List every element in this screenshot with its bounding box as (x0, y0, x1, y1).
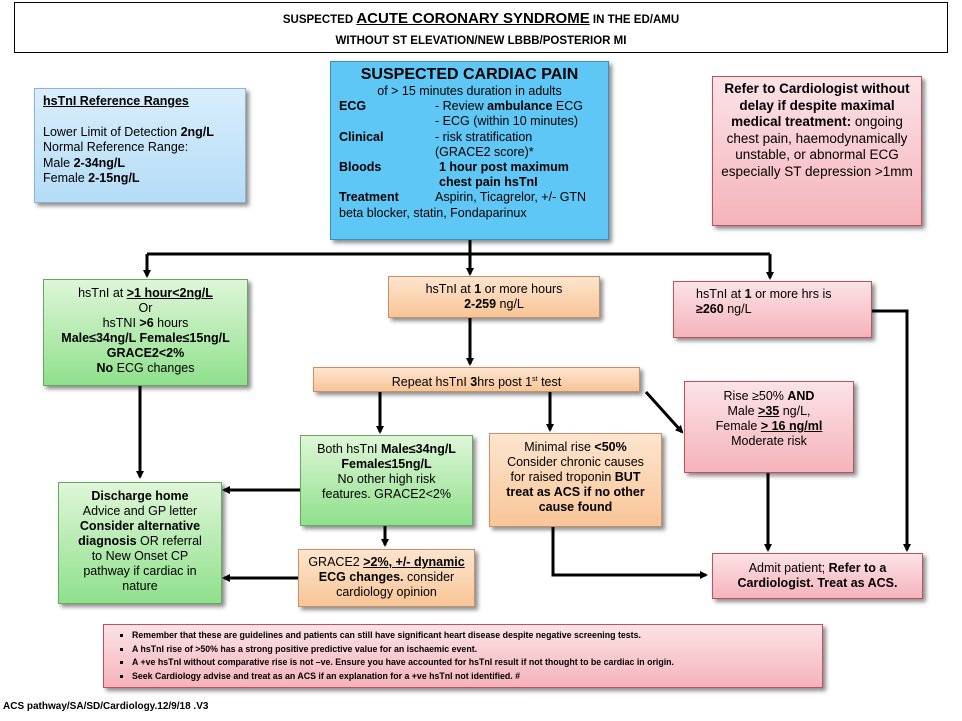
refer-cardiologist-box: Refer to Cardiologist without delay if d… (712, 76, 922, 226)
cardiac-ecg-row: ECG- Review ambulance ECG (339, 99, 583, 114)
note-item: A hsTnI rise of >50% has a strong positi… (132, 643, 822, 657)
title-line-2: WITHOUT ST ELEVATION/NEW LBBB/POSTERIOR … (335, 35, 627, 47)
grace-box: GRACE2 >2%, +/- dynamic ECG changes. con… (298, 549, 475, 607)
reference-female: Female 2-15ng/L (43, 171, 140, 185)
note-item: Remember that these are guidelines and p… (132, 629, 822, 643)
mid-troponin-box: hsTnI at 1 or more hours 2-259 ng/L (388, 276, 600, 318)
arrow-minimal-to-admit (551, 527, 708, 579)
title-box: SUSPECTED ACUTE CORONARY SYNDROME IN THE… (14, 2, 948, 53)
reference-lld: Lower Limit of Detection 2ng/L (43, 124, 214, 139)
cardiac-clinical-row: Clinical- risk stratification (339, 129, 533, 144)
high-troponin-box: hsTnI at 1 or more hrs is ≥260 ng/L (673, 281, 872, 338)
notes-list: Remember that these are guidelines and p… (104, 625, 822, 683)
note-item: Seek Cardiology advise and treat as an A… (132, 670, 822, 684)
reference-ranges-box: hsTnI Reference Ranges Lower Limit of De… (34, 88, 246, 203)
repeat-test-box: Repeat hsTnI 3hrs post 1st test (313, 367, 640, 392)
cardiac-heading: SUSPECTED CARDIAC PAIN (360, 66, 579, 83)
both-normal-box: Both hsTnI Male≤34ng/L Female≤15ng/L No … (300, 435, 473, 526)
notes-box: Remember that these are guidelines and p… (103, 624, 823, 688)
note-item: A +ve hsTnI without comparative rise is … (132, 656, 822, 670)
rise-box: Rise ≥50% AND Male >35 ng/L, Female > 16… (684, 381, 854, 473)
admit-patient-box: Admit patient; Refer to a Cardiologist. … (712, 553, 923, 599)
discharge-home-box: Discharge home Advice and GP letter Cons… (58, 482, 222, 604)
low-troponin-box: hsTnI at >1 hour<2ng/L Or hsTNI >6 hours… (43, 279, 248, 386)
reference-male: Male 2-34ng/L (43, 155, 125, 170)
cardiac-subheading: of > 15 minutes duration in adults (377, 84, 562, 98)
arrow-high-to-admit (872, 309, 911, 552)
minimal-rise-box: Minimal rise <50% Consider chronic cause… (489, 433, 662, 527)
reference-normal-label: Normal Reference Range: (43, 140, 189, 154)
arrow-repeat-to-rise (644, 390, 684, 434)
suspected-cardiac-pain-box: SUSPECTED CARDIAC PAIN of > 15 minutes d… (330, 61, 609, 240)
reference-heading: hsTnI Reference Ranges (43, 94, 189, 108)
title-line-1: SUSPECTED ACUTE CORONARY SYNDROME IN THE… (282, 10, 680, 27)
footer-version: ACS pathway/SA/SD/Cardiology.12/9/18 .V3 (3, 701, 209, 712)
cardiac-treatment-2: beta blocker, statin, Fondaparinux (339, 205, 527, 220)
